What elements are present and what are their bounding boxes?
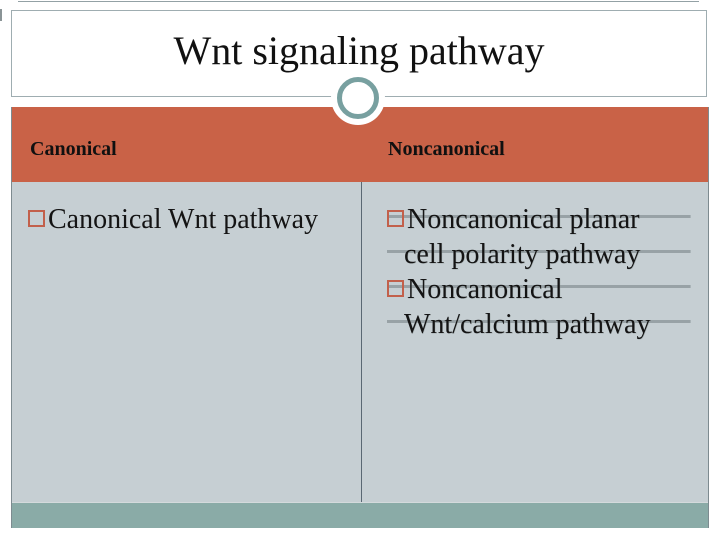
slide-body: Canonical Noncanonical Canonical Wnt pat… (11, 107, 709, 528)
ring-circle-icon (337, 77, 379, 119)
list-item-text: Wnt/calcium pathway (404, 309, 651, 340)
column-noncanonical: Noncanonical planar cell polarity pathwa… (362, 182, 708, 502)
left-edge-artifact (0, 9, 2, 21)
list-item-text: cell polarity pathway (404, 239, 641, 270)
slide-title: Wnt signaling pathway (173, 27, 545, 73)
list-item-text: Noncanonical planar (407, 204, 640, 235)
list-item: Canonical Wnt pathway (28, 202, 361, 237)
footer-accent-bar (12, 502, 708, 528)
list-item-text: Canonical Wnt pathway (48, 204, 319, 235)
list-item: Noncanonical planar (387, 202, 700, 237)
column-header-canonical: Canonical (30, 138, 117, 160)
list-item-text: Noncanonical (407, 274, 563, 305)
top-edge-line (18, 1, 699, 2)
list-item: Noncanonical (387, 272, 700, 307)
list-item-continuation: Wnt/calcium pathway (387, 307, 700, 342)
column-canonical: Canonical Wnt pathway (12, 182, 362, 502)
square-bullet-icon (387, 210, 404, 227)
square-bullet-icon (387, 280, 404, 297)
table-content: Canonical Wnt pathway Noncanonical plana… (12, 182, 708, 502)
column-header-noncanonical: Noncanonical (388, 138, 505, 160)
square-bullet-icon (28, 210, 45, 227)
list-item-continuation: cell polarity pathway (387, 237, 700, 272)
